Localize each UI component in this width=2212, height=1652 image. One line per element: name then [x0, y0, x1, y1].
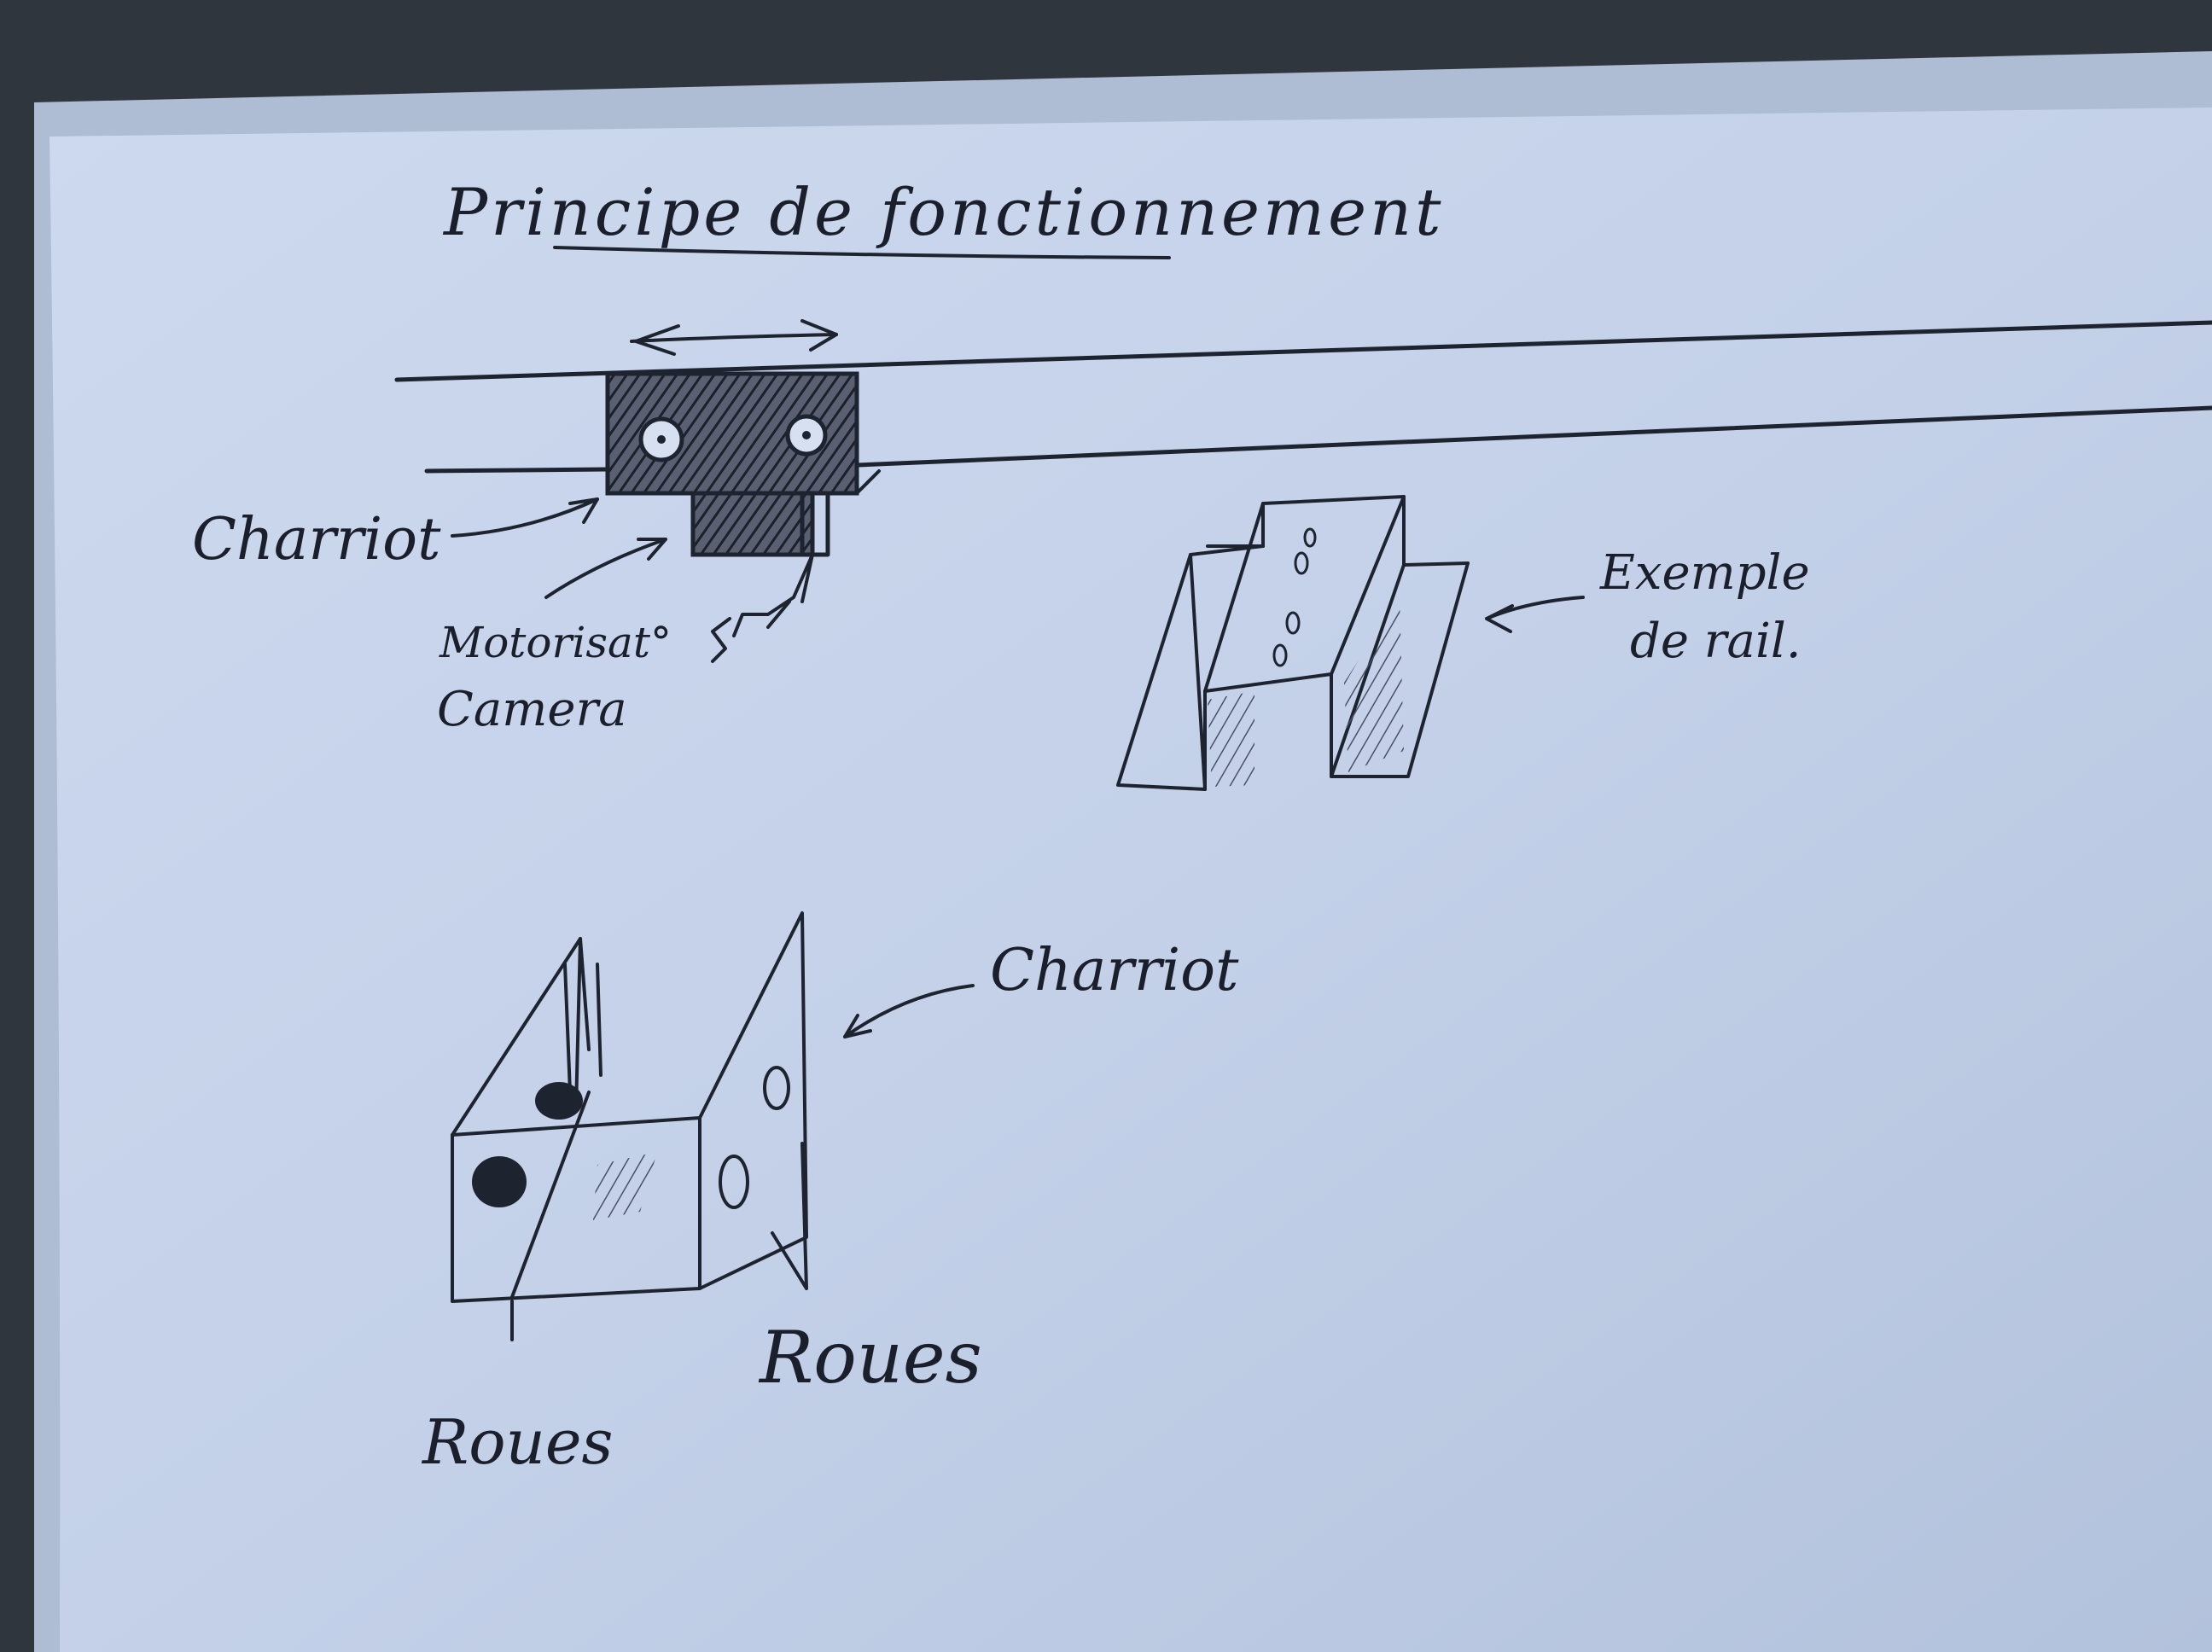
rail-top-line — [394, 320, 2212, 382]
label-roues-right: Roues — [758, 1316, 982, 1399]
diagram-title: Principe de fonctionnement — [442, 174, 1445, 250]
wheel-front-icon — [472, 1156, 527, 1207]
wheel-back-icon — [535, 1082, 583, 1120]
arrow-motor-icon — [544, 538, 667, 599]
carriage-side-view — [605, 371, 881, 496]
title-underline — [553, 246, 1171, 259]
arrow-charriot-bottom-icon — [843, 984, 975, 1038]
label-exemple: Exemple — [1599, 545, 1810, 601]
motor-block — [690, 491, 830, 663]
label-charriot-top: Charriot — [192, 506, 441, 573]
arrow-rail-icon — [1485, 596, 1585, 633]
paper-sheet — [49, 108, 2212, 1652]
carriage-perspective-sketch — [451, 911, 808, 1341]
label-de-rail: de rail. — [1630, 614, 1802, 669]
double-arrow-icon — [630, 319, 838, 356]
rail-profile-sketch — [1116, 495, 1470, 791]
label-charriot-bottom: Charriot — [990, 937, 1239, 1004]
rail-bottom-line — [424, 405, 2212, 474]
label-motorisation: Motorisat° — [439, 618, 672, 667]
label-camera: Camera — [437, 682, 627, 737]
arrow-charriot-icon — [451, 497, 599, 538]
label-roues-left: Roues — [421, 1406, 614, 1478]
